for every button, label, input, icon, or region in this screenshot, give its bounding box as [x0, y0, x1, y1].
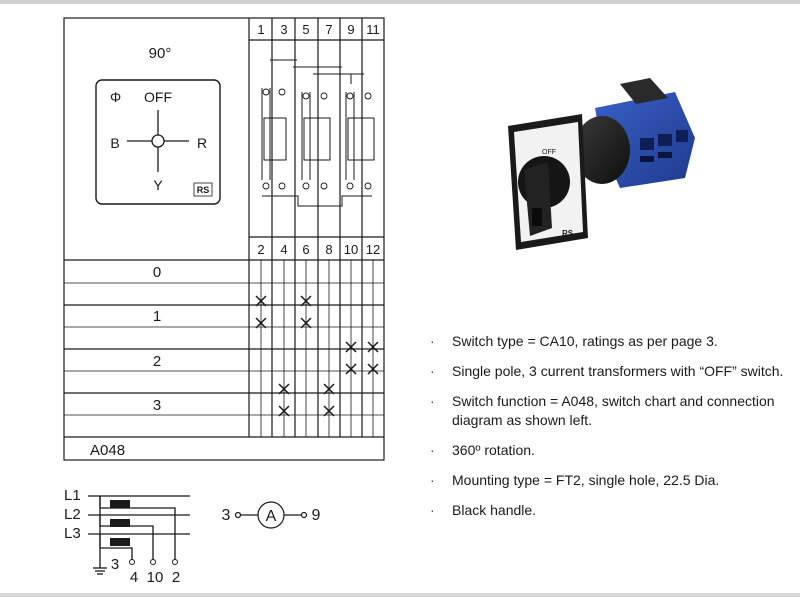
- spec-text: Black handle.: [452, 502, 537, 518]
- spec-text: 360º rotation.: [452, 442, 535, 458]
- spec-item: · Switch function = A048, switch chart an…: [430, 392, 790, 430]
- contact-crosses: [255, 295, 379, 417]
- ammeter-symbol: A: [266, 508, 277, 525]
- wiring-schematic: [88, 495, 190, 575]
- spec-text: Switch type = CA10, ratings as per page …: [452, 333, 718, 349]
- line-label-l2: L2: [64, 506, 81, 523]
- top-terminal-1: 1: [257, 22, 264, 37]
- spec-item: · 360º rotation.: [430, 441, 790, 460]
- bottom-terminal-6: 6: [302, 242, 309, 257]
- dial-pointer-icon: [127, 110, 189, 172]
- spec-text: Single pole, 3 current transformers with…: [452, 363, 784, 379]
- bottom-terminal-12: 12: [366, 242, 380, 257]
- black-handle-icon: [518, 156, 570, 236]
- bottom-terminal-2: 2: [257, 242, 264, 257]
- bottom-border: [0, 593, 800, 597]
- ammeter-right-terminal: 9: [312, 507, 321, 524]
- bullet-icon: ·: [430, 363, 435, 379]
- bullet-icon: ·: [430, 502, 435, 518]
- rotary-switch-photo: OFF RS: [508, 78, 695, 250]
- dial-plate: [95, 79, 221, 205]
- dial-off-label: OFF: [144, 89, 172, 105]
- spec-item: · Single pole, 3 current transformers wit…: [430, 362, 790, 381]
- bullet-icon: ·: [430, 472, 435, 488]
- wiring-terminal-2: 2: [172, 569, 180, 586]
- line-label-l3: L3: [64, 525, 81, 542]
- spec-item: · Mounting type = FT2, single hole, 22.5 …: [430, 471, 790, 490]
- line-label-l1: L1: [64, 487, 81, 504]
- wiring-terminal-3: 3: [111, 556, 119, 573]
- switch-collar: [574, 116, 630, 184]
- top-border: [0, 0, 800, 4]
- dial-left-label: B: [110, 135, 119, 151]
- phi-symbol: Φ: [110, 89, 121, 105]
- angle-label: 90°: [149, 45, 172, 62]
- spec-text: Mounting type = FT2, single hole, 22.5 D…: [452, 472, 720, 488]
- dial-logo: RS: [197, 185, 210, 195]
- top-terminal-3: 3: [280, 22, 287, 37]
- spec-list: · Switch type = CA10, ratings as per page…: [430, 332, 790, 531]
- spec-text: Switch function = A048, switch chart and…: [452, 393, 775, 428]
- dial-bottom-label: Y: [153, 177, 163, 193]
- ammeter-left-terminal: 3: [222, 507, 231, 524]
- top-terminal-9: 9: [347, 22, 354, 37]
- dial-right-label: R: [197, 135, 207, 151]
- wiring-terminal-4: 4: [130, 569, 138, 586]
- wiring-terminal-10: 10: [147, 569, 164, 586]
- position-label-0: 0: [153, 264, 161, 281]
- rs-logo-icon: [193, 182, 213, 197]
- top-terminal-5: 5: [302, 22, 309, 37]
- spec-item: · Switch type = CA10, ratings as per page…: [430, 332, 790, 351]
- bullet-icon: ·: [430, 442, 435, 458]
- bullet-icon: ·: [430, 393, 435, 409]
- current-transformer-icons: [110, 500, 130, 546]
- position-label-3: 3: [153, 397, 161, 414]
- contact-schematic: [261, 59, 375, 207]
- function-code: A048: [90, 442, 125, 459]
- bullet-icon: ·: [430, 333, 435, 349]
- bottom-terminal-8: 8: [325, 242, 332, 257]
- top-terminal-7: 7: [325, 22, 332, 37]
- photo-brand-text: RS: [562, 229, 574, 238]
- photo-off-label: OFF: [542, 149, 556, 156]
- bottom-terminal-4: 4: [280, 242, 287, 257]
- ammeter-icon: [234, 501, 308, 529]
- position-label-1: 1: [153, 308, 161, 325]
- position-label-2: 2: [153, 353, 161, 370]
- top-terminal-11: 11: [366, 22, 380, 37]
- spec-item: · Black handle.: [430, 501, 790, 520]
- table-outline: [63, 17, 385, 461]
- bottom-terminal-10: 10: [344, 242, 358, 257]
